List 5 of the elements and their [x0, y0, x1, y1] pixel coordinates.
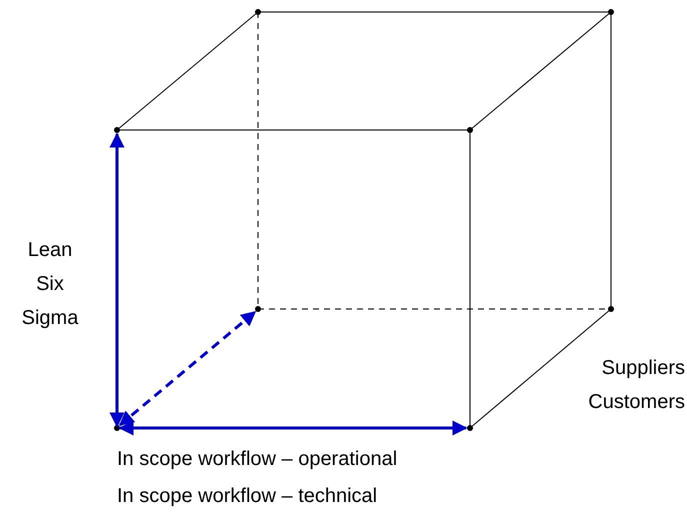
axis-label: Customers — [587, 390, 685, 415]
axis-label: Suppliers — [600, 356, 685, 381]
axis-label: In scope workflow – technical — [117, 484, 378, 509]
axis-label: Lean Six Sigma — [20, 238, 80, 331]
axis-label: In scope workflow – operational — [117, 447, 398, 472]
